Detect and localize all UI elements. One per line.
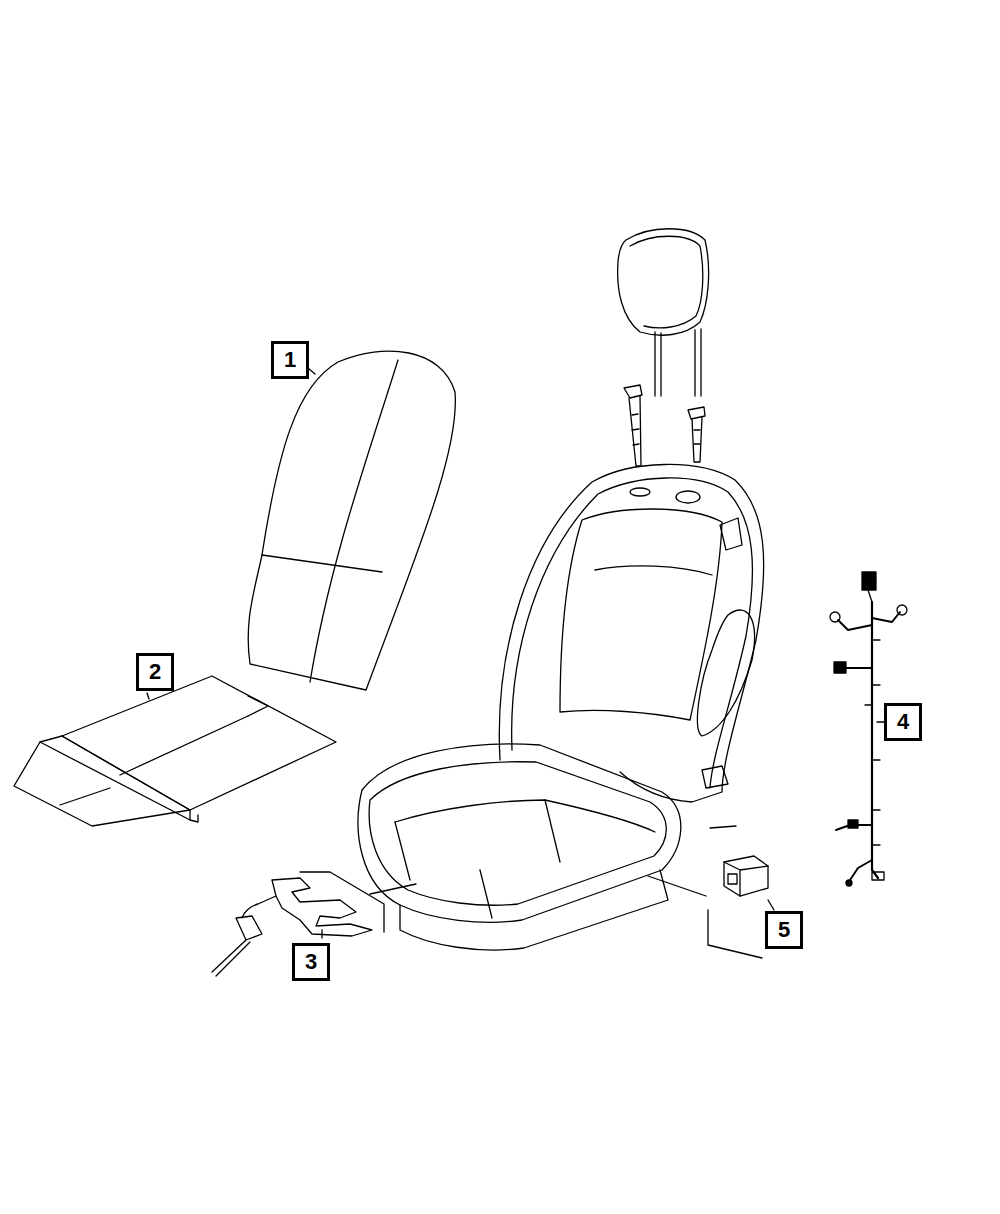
seat-cushion	[358, 744, 681, 950]
control-module	[648, 826, 768, 958]
leader-line	[877, 721, 884, 722]
leader-line	[370, 884, 416, 894]
leader-line	[321, 930, 322, 938]
leader-line	[308, 368, 315, 374]
headrest	[618, 229, 709, 466]
callout-number: 5	[765, 911, 803, 949]
seatback-pad	[248, 351, 455, 690]
callout-number: 4	[884, 703, 922, 741]
seatback	[499, 464, 763, 802]
callout-number: 1	[271, 341, 309, 379]
callout-number: 2	[136, 653, 174, 691]
leader-line	[147, 693, 149, 699]
cushion-pad	[14, 676, 336, 826]
callout-number: 3	[292, 943, 330, 981]
leader-line	[768, 900, 774, 910]
